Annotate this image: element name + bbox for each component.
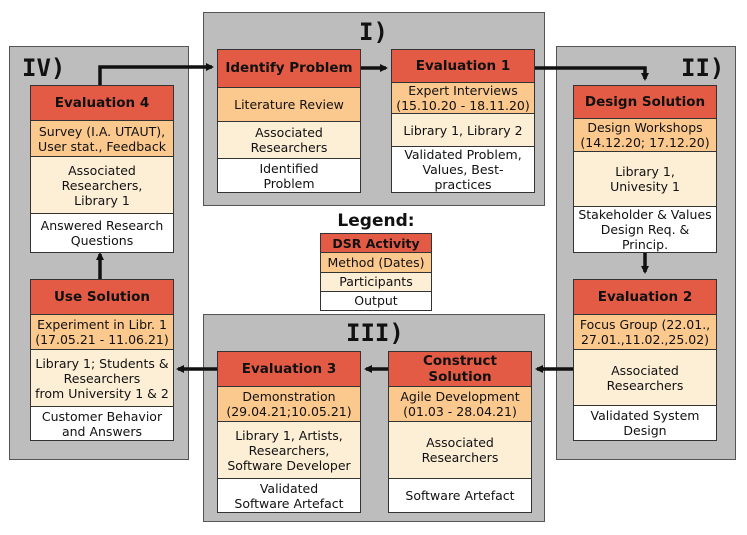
method-label: Design Workshops(14.12.20; 17.12.20) [574, 118, 716, 152]
method-label: Survey (I.A. UTAUT),User stat., Feedback [31, 120, 173, 156]
activity-label: Use Solution [31, 280, 173, 314]
card-construct-solution: Construct Solution Agile Development(01.… [388, 351, 532, 513]
method-label: Literature Review [218, 87, 360, 121]
card-identify-problem: Identify Problem Literature Review Assoc… [217, 49, 361, 193]
participants-label: Library 1,Univesity 1 [574, 151, 716, 206]
panel-i-label: I) [359, 18, 388, 46]
method-label: Agile Development(01.03 - 28.04.21) [389, 386, 531, 421]
activity-label: Evaluation 3 [218, 352, 360, 386]
legend-item-method: Method (Dates) [321, 252, 431, 272]
legend: DSR Activity Method (Dates) Participants… [320, 233, 432, 311]
activity-label: Evaluation 1 [392, 50, 534, 83]
activity-label: Identify Problem [218, 50, 360, 87]
arrow-eval4-to-identify [98, 63, 214, 86]
activity-label: Design Solution [574, 86, 716, 119]
card-use-solution: Use Solution Experiment in Libr. 1(17.05… [30, 279, 174, 441]
method-label: Focus Group (22.01.,27.01.,11.02.,25.02) [574, 314, 716, 349]
activity-label: Evaluation 4 [31, 86, 173, 120]
card-evaluation-2: Evaluation 2 Focus Group (22.01.,27.01.,… [573, 279, 717, 441]
legend-item-participants: Participants [321, 271, 431, 291]
panel-iv-label: IV) [22, 54, 66, 82]
method-label: Demonstration(29.04.21;10.05.21) [218, 386, 360, 421]
card-evaluation-3: Evaluation 3 Demonstration(29.04.21;10.0… [217, 351, 361, 513]
card-evaluation-4: Evaluation 4 Survey (I.A. UTAUT),User st… [30, 85, 174, 253]
output-label: Software Artefact [389, 478, 531, 512]
activity-label: Construct Solution [389, 352, 531, 386]
participants-label: Library 1, Artists,Researchers,Software … [218, 421, 360, 478]
method-label: Expert Interviews(15.10.20 - 18.11.20) [392, 82, 534, 114]
participants-label: Library 1, Library 2 [392, 113, 534, 146]
legend-item-output: Output [321, 290, 431, 310]
panel-iii-label: III) [346, 319, 404, 347]
panel-ii-label: II) [681, 54, 725, 82]
method-label: Experiment in Libr. 1(17.05.21 - 11.06.2… [31, 314, 173, 349]
legend-item-activity: DSR Activity [321, 234, 431, 253]
output-label: Validated Problem,Values, Best-practices [392, 146, 534, 192]
arrow-eval1-to-design [533, 66, 649, 81]
legend-title: Legend: [337, 211, 415, 231]
card-design-solution: Design Solution Design Workshops(14.12.2… [573, 85, 717, 253]
card-evaluation-1: Evaluation 1 Expert Interviews(15.10.20 … [391, 49, 535, 193]
activity-label: Evaluation 2 [574, 280, 716, 314]
